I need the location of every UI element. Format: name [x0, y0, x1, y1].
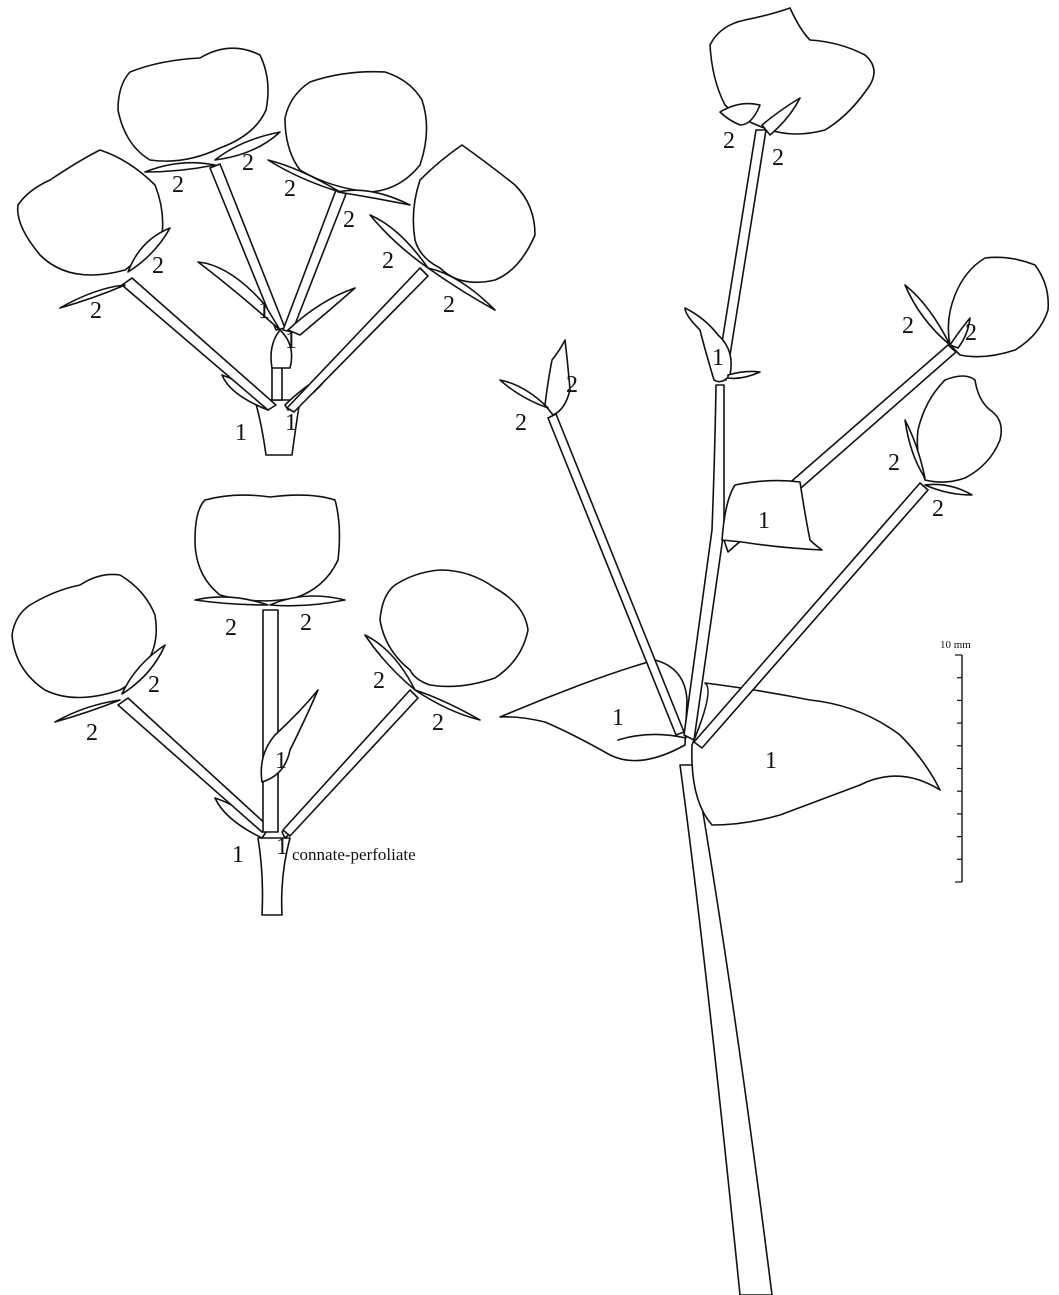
label-sepal: 2	[888, 450, 900, 476]
label-bract: 1	[285, 328, 297, 354]
bract	[728, 371, 760, 378]
sepal	[925, 484, 972, 495]
label-leaf: 1	[758, 508, 770, 534]
label-sepal: 2	[373, 668, 385, 694]
label-sepal: 2	[443, 292, 455, 318]
label-sepal: 2	[172, 172, 184, 198]
label-bract: 1	[712, 345, 724, 371]
label-sepal: 2	[432, 710, 444, 736]
label-leaf: 1	[612, 705, 624, 731]
inflorescence-bottom-left: 1 1 1 connate-perfoliate 2 2 2 2 2 2	[12, 495, 528, 915]
scale-bar: 10 mm	[940, 639, 971, 882]
pedicel	[272, 365, 282, 400]
label-sepal: 2	[242, 150, 254, 176]
stem-leaf	[722, 481, 822, 550]
label-bract: 1	[275, 748, 287, 774]
label-sepal: 2	[86, 720, 98, 746]
main-stem	[680, 765, 772, 1295]
sepal	[338, 190, 410, 205]
label-sepal: 2	[772, 145, 784, 171]
pedicel	[263, 610, 278, 832]
flower-corolla	[917, 376, 1001, 482]
label-sepal: 2	[152, 253, 164, 279]
label-sepal: 2	[965, 320, 977, 346]
label-sepal: 2	[382, 248, 394, 274]
label-bract: 1	[276, 834, 288, 860]
label-bract: 1	[258, 298, 270, 324]
label-sepal: 2	[566, 372, 578, 398]
specimen-right: 1 1 1 1 2 2 2 2 2 2 2 2	[500, 8, 1048, 1295]
bract	[685, 308, 731, 382]
label-sepal: 2	[343, 207, 355, 233]
inflorescence-top-left: 1 1 1 1 2 2 2 2 2 2 2 2	[18, 48, 535, 455]
flower-corolla	[413, 145, 535, 282]
pedicel	[118, 698, 270, 832]
sepal	[415, 690, 480, 720]
label-sepal: 2	[284, 176, 296, 202]
pedicel	[210, 164, 285, 330]
flower-corolla	[948, 257, 1048, 356]
flower-corolla	[195, 495, 339, 601]
label-sepal: 2	[148, 672, 160, 698]
label-sepal: 2	[902, 313, 914, 339]
label-sepal: 2	[515, 410, 527, 436]
label-bract: 1	[235, 420, 247, 446]
sepal	[500, 380, 548, 408]
label-sepal: 2	[932, 496, 944, 522]
label-sepal: 2	[90, 298, 102, 324]
label-sepal: 2	[300, 610, 312, 636]
scale-bar-label: 10 mm	[940, 639, 971, 651]
label-sepal: 2	[723, 128, 735, 154]
sepal	[55, 700, 120, 722]
label-sepal: 2	[225, 615, 237, 641]
label-leaf: 1	[765, 748, 777, 774]
label-bract: 1	[232, 842, 244, 868]
connate-perfoliate-annotation: connate-perfoliate	[292, 845, 416, 864]
sepal	[145, 163, 215, 172]
label-bract: 1	[285, 410, 297, 436]
